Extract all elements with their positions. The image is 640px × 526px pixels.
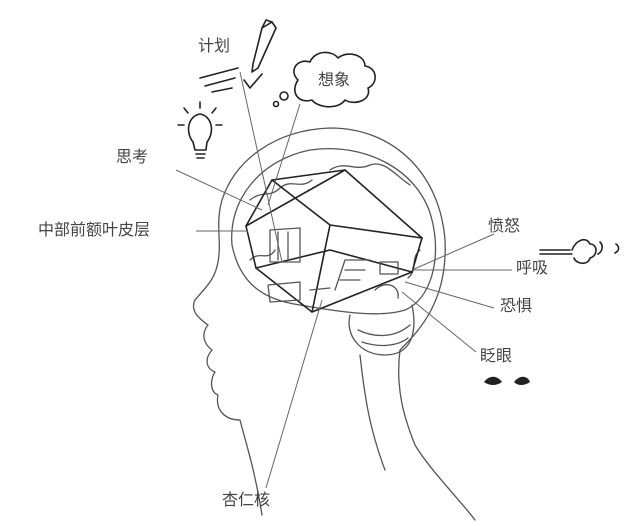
label-fear: 恐惧 [500, 296, 533, 315]
breath-puff-icon [539, 238, 620, 265]
pencil-icon [251, 19, 277, 73]
thought-cloud-icon [272, 51, 376, 108]
lightbulb-icon [177, 101, 223, 159]
label-mpfc: 中部前额叶皮层 [38, 220, 151, 239]
eyes-icon [484, 376, 530, 385]
label-think: 思考 [116, 147, 149, 166]
head-profile-illustration [192, 127, 476, 521]
label-anger: 愤怒 [488, 216, 521, 235]
leader-lines [175, 71, 512, 489]
label-amygdala: 杏仁核 [222, 490, 271, 509]
label-breath: 呼吸 [516, 258, 549, 277]
label-blink: 眨眼 [480, 346, 513, 365]
checkmark-icon [199, 67, 263, 93]
label-imagine: 想象 [318, 70, 351, 89]
label-plan: 计划 [198, 36, 231, 55]
